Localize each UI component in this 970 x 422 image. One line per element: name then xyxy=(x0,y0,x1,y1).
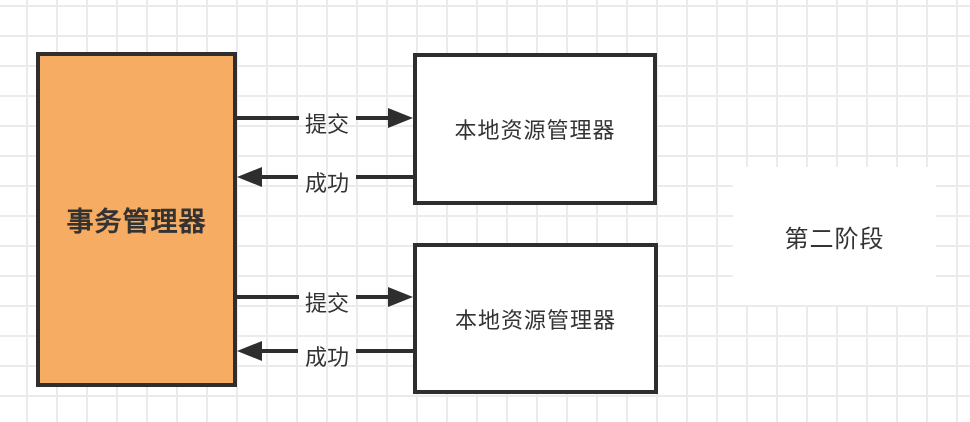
transaction-manager-box: 事务管理器 xyxy=(36,52,237,387)
arrow-line xyxy=(237,116,299,120)
resource-manager-bottom-label: 本地资源管理器 xyxy=(454,307,616,333)
resource-manager-box-top: 本地资源管理器 xyxy=(413,53,657,205)
arrow-line xyxy=(356,175,413,179)
phase-2-panel: 第二阶段 xyxy=(733,167,936,305)
success-arrow-top-label: 成功 xyxy=(304,171,349,196)
resource-manager-box-bottom: 本地资源管理器 xyxy=(413,243,658,394)
success-arrow-bottom-label: 成功 xyxy=(304,345,349,370)
phase-2-label: 第二阶段 xyxy=(784,225,885,253)
arrow-line xyxy=(356,295,388,299)
arrowhead-right-icon xyxy=(388,108,413,128)
commit-arrow-bottom-label: 提交 xyxy=(304,291,349,316)
arrowhead-left-icon xyxy=(237,341,262,361)
arrowhead-right-icon xyxy=(388,287,413,307)
arrow-line xyxy=(237,295,299,299)
commit-arrow-top-label: 提交 xyxy=(304,112,349,137)
arrow-line xyxy=(356,116,388,120)
arrow-line xyxy=(356,349,413,353)
arrow-line xyxy=(262,349,298,353)
arrow-line xyxy=(262,175,298,179)
transaction-manager-label: 事务管理器 xyxy=(66,207,207,237)
arrowhead-left-icon xyxy=(237,167,262,187)
resource-manager-top-label: 本地资源管理器 xyxy=(454,118,616,143)
